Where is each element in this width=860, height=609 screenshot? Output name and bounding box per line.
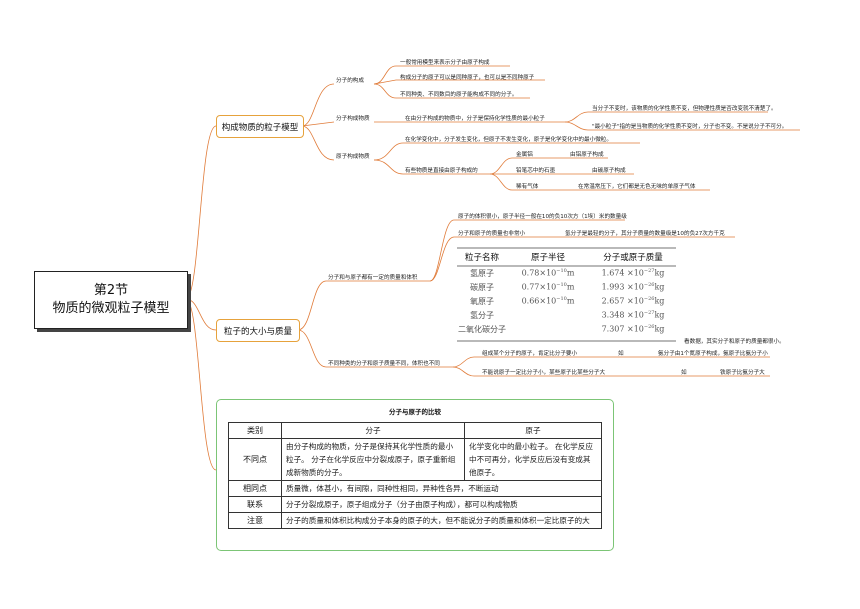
comparison-title: 分子与原子的比较 xyxy=(389,408,441,416)
table-row: 氢分子 3.348 ×10−27kg xyxy=(456,308,678,322)
cell-radius: 0.78×10−10m xyxy=(521,268,575,278)
comparison-card[interactable]: 分子与原子的比较 类别 分子 原子 不同点 由分子构成的物质，分子是保持其化学性… xyxy=(216,399,614,551)
topic-molecule-structure[interactable]: 分子的构成 xyxy=(336,78,364,84)
cell-name: 氧原子 xyxy=(470,296,494,306)
leaf-fm-2[interactable]: "最小粒子"指的是当物质的化学性质不变时，分子也不变。不是说分子不可分。 xyxy=(592,124,788,130)
link-root-compare xyxy=(185,298,217,471)
particle-data-table: 粒子名称 原子半径 分子或原子质量 氢原子 0.78×10−10m 1.674 … xyxy=(456,248,678,336)
root-line1: 第2节 xyxy=(93,283,129,298)
leaf-molecule-smallest[interactable]: 在由分子构成的物质中，分子是保持化学性质的最小粒子 xyxy=(405,116,545,122)
leaf-noble-gas[interactable]: 稀有气体 xyxy=(516,184,539,190)
cell-radius: 0.66×10−10m xyxy=(521,296,575,306)
topic-molecule-matter[interactable]: 分子构成物质 xyxy=(336,116,370,122)
leaf-molecule-1[interactable]: 一般常用模型来表示分子由原子构成 xyxy=(400,60,490,66)
cell-name: 氢分子 xyxy=(470,310,494,320)
row-link-label: 联系 xyxy=(228,496,282,513)
diff-atom: 化学变化中的最小粒子。 在化学反应中不可再分，化学反应后没有变成其他原子。 xyxy=(464,438,602,481)
comparison-table: 类别 分子 原子 不同点 由分子构成的物质，分子是保持其化学性质的最小粒子。 分… xyxy=(228,422,602,529)
branch-particle-size-mass-label: 粒子的大小与质量 xyxy=(223,326,292,337)
link-root-branch1 xyxy=(185,125,217,300)
th-molecule: 分子 xyxy=(281,422,465,439)
leaf-atom-change[interactable]: 在化学变化中，分子发生变化，但原子不发生变化，原子是化学变化中的最小微粒。 xyxy=(405,137,612,143)
cell-mass: 3.348 ×10−27kg xyxy=(601,310,665,320)
row-diff-label: 不同点 xyxy=(228,438,282,481)
link-root-branch2 xyxy=(185,298,217,331)
table-row: 碳原子 0.77×10−10m 1.993 ×10−26kg xyxy=(456,280,678,294)
same-text: 质量微，体甚小，有间隙，同种性相同，异种性各异，不断运动 xyxy=(281,480,602,497)
leaf-example-a-text[interactable]: 氨分子由1个氮原子构成，氨原子比氨分子小 xyxy=(658,351,768,357)
leaf-atom-direct[interactable]: 有些物质是直接由原子构成的 xyxy=(405,168,478,174)
link-text: 分子分裂成原子，原子组成分子（分子由原子构成），都可以构成物质 xyxy=(281,496,602,513)
leaf-aluminum[interactable]: 金属铝 xyxy=(516,152,533,158)
leaf-molecule-3[interactable]: 不同种类、不同数目的原子能构成不同的分子。 xyxy=(400,92,518,98)
leaf-atom-smaller[interactable]: 组成某个分子的原子，肯定比分子要小 xyxy=(482,351,578,357)
cell-name: 二氧化碳分子 xyxy=(458,324,506,334)
leaf-table-note[interactable]: 看数据，其实分子和原子的质量都很小。 xyxy=(684,339,785,345)
leaf-fm-1[interactable]: 当分子不变时，该物质的化学性质不变，但物理性质是否改变就不清楚了。 xyxy=(592,106,777,112)
cell-radius: 0.77×10−10m xyxy=(521,282,575,292)
th-mass: 分子或原子质量 xyxy=(603,253,663,263)
leaf-atom-radius[interactable]: 原子的体积很小，原子半径一般在10的负10次方（1埃）米的数量级 xyxy=(458,214,627,220)
branch-particle-model-label: 构成物质的粒子模型 xyxy=(221,122,299,133)
table-row: 氢原子 0.78×10−10m 1.674 ×10−27kg xyxy=(456,266,678,280)
topic-atom-matter[interactable]: 原子构成物质 xyxy=(336,154,370,160)
row-note-label: 注意 xyxy=(228,512,282,529)
leaf-molecule-2[interactable]: 构成分子的原子可以是同种原子，也可以是不同种原子 xyxy=(400,75,535,81)
branch-particle-model[interactable]: 构成物质的粒子模型 xyxy=(216,115,304,138)
root-line2: 物质的微观粒子模型 xyxy=(52,301,170,316)
leaf-graphite-desc[interactable]: 由碳原子构成 xyxy=(592,168,626,174)
leaf-noble-gas-desc[interactable]: 在常温常压下，它们都是无色无味的单原子气体 xyxy=(578,184,696,190)
leaf-hydrogen-lightest[interactable]: 氢分子是最轻的分子，其分子质量的数量级是10的负27次方千克 xyxy=(565,231,725,237)
cell-mass: 7.307 ×10−26kg xyxy=(601,324,665,334)
leaf-aluminum-desc[interactable]: 由铝原子构成 xyxy=(570,152,604,158)
cell-mass: 1.993 ×10−26kg xyxy=(601,282,665,292)
cell-mass: 2.657 ×10−26kg xyxy=(601,296,665,306)
leaf-example-b[interactable]: 如 xyxy=(681,370,687,376)
leaf-graphite[interactable]: 铅笔芯中的石墨 xyxy=(516,168,556,174)
diff-molecule: 由分子构成的物质，分子是保持其化学性质的最小粒子。 分子在化学反应中分裂成原子，… xyxy=(281,438,465,481)
cell-name: 碳原子 xyxy=(470,282,494,292)
note-text: 分子的质量和体积比构成分子本身的原子的大，但不能说分子的质量和体积一定比原子的大 xyxy=(281,512,602,529)
table-row: 二氧化碳分子 7.307 ×10−26kg xyxy=(456,322,678,336)
cell-name: 氢原子 xyxy=(470,268,494,278)
root-node[interactable]: 第2节 物质的微观粒子模型 xyxy=(34,271,188,329)
row-same-label: 相同点 xyxy=(228,480,282,497)
leaf-small-mass[interactable]: 分子和原子的质量也非常小 xyxy=(458,231,526,237)
th-atom: 原子 xyxy=(464,422,602,439)
cell-mass: 1.674 ×10−27kg xyxy=(601,268,665,278)
leaf-not-always[interactable]: 不能说原子一定比分子小，某些原子比某些分子大 xyxy=(482,370,606,376)
th-category: 类别 xyxy=(228,422,282,439)
topic-mass-volume[interactable]: 分子和与原子都有一定的质量和体积 xyxy=(328,275,418,281)
topic-different-mass[interactable]: 不同种类的分子和原子质量不同，体积也不同 xyxy=(328,361,440,367)
leaf-example-a[interactable]: 如 xyxy=(618,351,624,357)
leaf-example-b-text[interactable]: 铁原子比氨分子大 xyxy=(720,370,765,376)
table-row: 氧原子 0.66×10−10m 2.657 ×10−26kg xyxy=(456,294,678,308)
branch-particle-size-mass[interactable]: 粒子的大小与质量 xyxy=(216,319,300,342)
th-name: 粒子名称 xyxy=(464,253,499,263)
th-radius: 原子半径 xyxy=(530,253,565,263)
